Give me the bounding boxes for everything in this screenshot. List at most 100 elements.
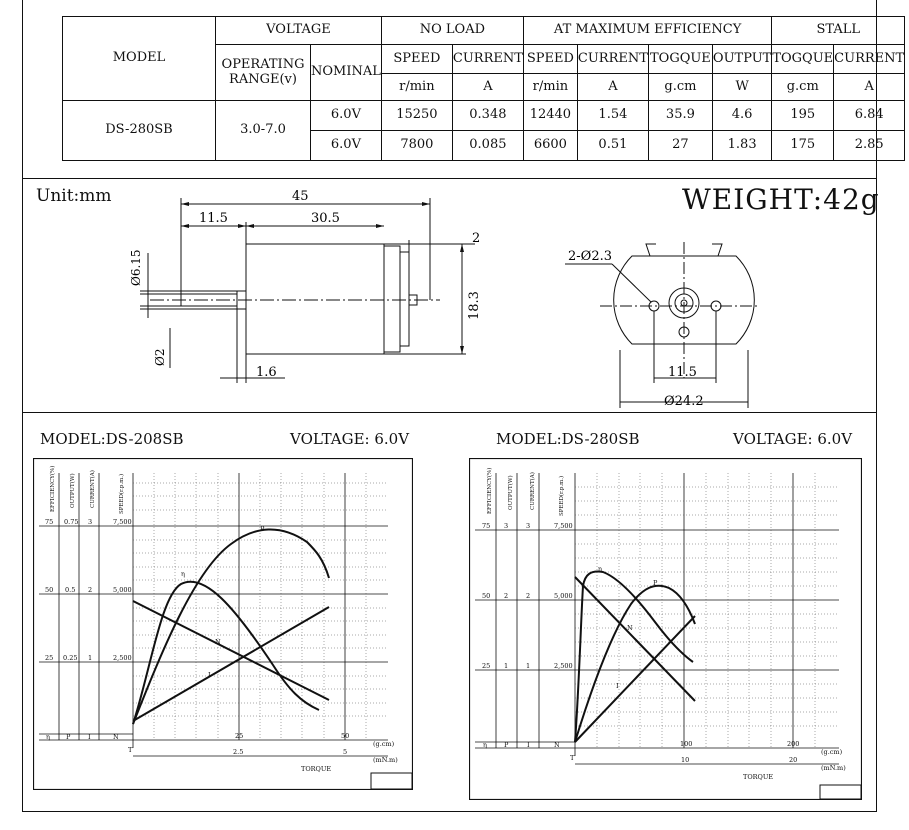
gcm-unit: (g.cm) xyxy=(373,740,395,748)
left-performance-chart: EFFICIENCY(%) OUTPUT(W) CURRENT(A) SPEED… xyxy=(33,458,413,790)
header-stall: STALL xyxy=(771,16,906,45)
header-togque: TOGQUE xyxy=(771,44,835,74)
speed-curve xyxy=(574,576,696,702)
spec-cell: 12440 xyxy=(522,100,578,131)
curve-label-n: N xyxy=(215,638,221,646)
legend-n: N xyxy=(554,741,560,749)
curve-label-i: I xyxy=(208,671,211,679)
header-model: MODEL xyxy=(62,16,216,101)
tick-out: 0.5 xyxy=(65,586,75,594)
spec-cell: 2.85 xyxy=(833,130,906,161)
legend-eta: η xyxy=(483,741,487,749)
output-curve xyxy=(132,528,330,725)
t-label: T xyxy=(128,746,133,754)
header-current: CURRENT xyxy=(451,44,524,74)
spec-cell: 0.348 xyxy=(451,100,524,131)
tick-out: 0.75 xyxy=(64,518,78,526)
gcm-tick: 25 xyxy=(235,732,243,740)
mnm-tick: 5 xyxy=(343,748,347,756)
unit-rmin: r/min xyxy=(522,73,578,101)
tick-eff: 75 xyxy=(45,518,53,526)
sheet-frame xyxy=(22,0,877,812)
header-no-load: NO LOAD xyxy=(380,16,524,45)
spec-cell: 1.83 xyxy=(711,130,773,161)
tick-eff: 50 xyxy=(45,586,53,594)
tick-speed: 2,500 xyxy=(113,654,132,662)
right-chart-model: MODEL:DS-280SB xyxy=(496,430,640,448)
mnm-tick: 20 xyxy=(789,756,797,764)
unit-gcm: g.cm xyxy=(771,73,835,101)
mnm-tick: 10 xyxy=(681,756,689,764)
gcm-tick: 200 xyxy=(787,740,799,748)
legend-i: I xyxy=(88,733,91,741)
spec-cell: 27 xyxy=(647,130,713,161)
axis-label-current: CURRENT(A) xyxy=(529,472,536,510)
dim-boss-diameter: Ø2 xyxy=(153,349,167,366)
left-chart-model: MODEL:DS-208SB xyxy=(40,430,184,448)
spec-cell: 35.9 xyxy=(647,100,713,131)
current-curve xyxy=(574,615,696,743)
tick-speed: 5,000 xyxy=(554,592,573,600)
dim-flange: 2 xyxy=(472,231,480,246)
spec-cell: 4.6 xyxy=(711,100,773,131)
dimension-drawing: 45 11.5 30.5 2 18.3 Ø6.15 Ø2 1.6 2-Ø2.3 … xyxy=(129,189,760,409)
unit-a: A xyxy=(833,73,906,101)
tick-cur: 3 xyxy=(526,522,530,530)
torque-label: TORQUE xyxy=(301,765,331,773)
header-togque: TOGQUE xyxy=(647,44,713,74)
tick-speed: 7,500 xyxy=(113,518,132,526)
dim-shaft-diameter: Ø6.15 xyxy=(129,249,143,286)
axis-label-output: OUTPUT(W) xyxy=(69,473,76,508)
tick-out: 0.25 xyxy=(63,654,77,662)
tick-eff: 25 xyxy=(45,654,53,662)
efficiency-curve xyxy=(574,570,694,743)
spec-cell: 6600 xyxy=(522,130,578,161)
tick-out: 3 xyxy=(504,522,508,530)
legend-i: I xyxy=(527,741,530,749)
spec-table: MODEL VOLTAGE NO LOAD AT MAXIMUM EFFICIE… xyxy=(62,16,906,161)
header-operating-l1: OPERATING xyxy=(221,56,305,72)
tick-cur: 1 xyxy=(526,662,530,670)
left-chart-voltage: VOLTAGE: 6.0V xyxy=(290,430,410,448)
unit-a: A xyxy=(451,73,524,101)
legend-n: N xyxy=(113,733,119,741)
gcm-tick: 50 xyxy=(341,732,349,740)
spec-cell: 6.0V xyxy=(310,100,382,131)
unit-w: W xyxy=(711,73,773,101)
curve-label-i: I xyxy=(616,682,619,690)
end-flange xyxy=(399,251,410,347)
curve-label-eta: η xyxy=(598,565,602,573)
t-label: T xyxy=(570,754,575,762)
header-speed: SPEED xyxy=(522,44,578,74)
mnm-unit: (mN.m) xyxy=(821,764,846,772)
header-operating-l2: RANGE(v) xyxy=(229,71,297,87)
spec-cell: 15250 xyxy=(380,100,453,131)
speed-curve xyxy=(132,600,330,701)
axis-label-output: OUTPUT(W) xyxy=(507,475,514,510)
dim-height: 18.3 xyxy=(467,291,482,320)
header-speed: SPEED xyxy=(380,44,453,74)
curve-label-p: P xyxy=(653,579,658,587)
model-name-cell: DS-280SB xyxy=(62,100,216,161)
header-operating-range: OPERATING RANGE(v) xyxy=(215,44,311,101)
motor-body xyxy=(245,243,385,355)
front-outline xyxy=(613,255,755,345)
dim-hole: 2-Ø2.3 xyxy=(568,249,612,264)
header-output: OUTPUT xyxy=(711,44,773,74)
unit-label: Unit:mm xyxy=(36,186,112,206)
spec-cell: 0.51 xyxy=(576,130,649,161)
efficiency-curve xyxy=(132,580,320,725)
legend-p: P xyxy=(66,733,71,741)
axis-label-speed: SPEED(r.p.m.) xyxy=(118,474,125,514)
section-divider xyxy=(22,178,877,179)
mnm-unit: (mN.m) xyxy=(373,756,398,764)
weight-label: WEIGHT:42g xyxy=(682,183,880,216)
mnm-tick: 2.5 xyxy=(233,748,243,756)
spec-cell: 6.84 xyxy=(833,100,906,131)
gcm-unit: (g.cm) xyxy=(821,748,843,756)
tick-eff: 25 xyxy=(482,662,490,670)
dim-outer-diameter: Ø24.2 xyxy=(664,394,704,409)
axis-label-speed: SPEED(r.p.m.) xyxy=(558,476,565,516)
spec-cell: 0.085 xyxy=(451,130,524,161)
spec-cell: 7800 xyxy=(380,130,453,161)
